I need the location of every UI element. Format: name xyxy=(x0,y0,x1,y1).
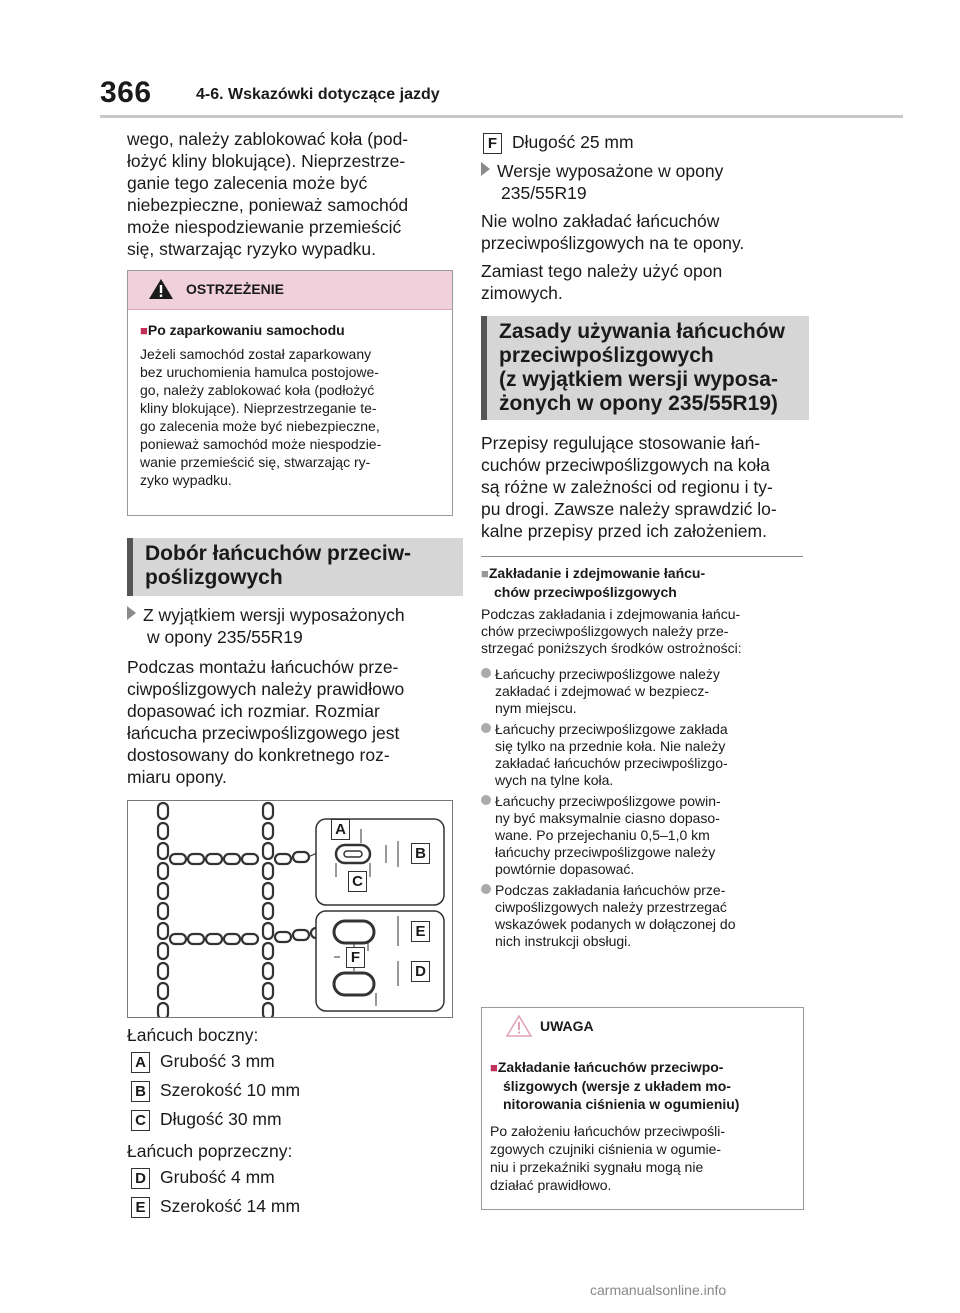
warning-icon xyxy=(149,279,173,299)
figure-label-c: C xyxy=(348,871,367,892)
winter-tires-paragraph: Zamiast tego należy użyć opon zimowych. xyxy=(481,261,723,303)
caution-label: UWAGA xyxy=(540,1018,594,1034)
bullet-dot-icon xyxy=(481,795,491,805)
intro-paragraph: wego, należy zablokować koła (pod- łożyć… xyxy=(127,129,409,259)
page-number: 366 xyxy=(100,76,152,109)
no-chains-paragraph: Nie wolno zakładać łańcuchów przeciwpośl… xyxy=(481,211,745,253)
bullet-dot-icon xyxy=(481,668,491,678)
list-item: Łańcuchy przeciwpoślizgowe zakłada się t… xyxy=(481,721,803,789)
triangle-bullet-icon xyxy=(481,162,490,176)
precaution-list: Łańcuchy przeciwpoślizgowe należy zakład… xyxy=(481,666,803,950)
bullet-235-versions: Wersje wyposażone w opony 235/55R19 xyxy=(481,160,803,204)
chain-illustration xyxy=(156,801,445,1021)
key-f: F xyxy=(483,132,502,154)
warning-body: Jeżeli samochód został zaparkowany bez u… xyxy=(140,346,382,488)
bullet-dot-icon xyxy=(481,884,491,894)
chain-dimensions-figure: A B C E F D xyxy=(127,800,453,1021)
section-title: 4-6. Wskazówki dotyczące jazdy xyxy=(196,86,440,103)
warning-label: OSTRZEŻENIE xyxy=(186,281,285,297)
figure-label-f: F xyxy=(346,947,365,968)
figure-label-b: B xyxy=(411,843,430,864)
key-d: D xyxy=(131,1167,150,1189)
list-item: Łańcuchy przeciwpoślizgowe należy zakład… xyxy=(481,666,803,717)
figure-label-e: E xyxy=(411,921,430,942)
section-heading-chain-rules: Zasady używania łańcuchów przeciwpoślizg… xyxy=(481,316,809,420)
caution-body: Po założeniu łańcuchów przeciwpośli- zgo… xyxy=(490,1123,726,1193)
fitting-subheading: ■Zakładanie i zdejmowanie łańcu- chów pr… xyxy=(481,565,706,600)
warning-box: OSTRZEŻENIE ■Po zaparkowaniu samochodu J… xyxy=(127,270,453,516)
footer-watermark: carmanualsonline.info xyxy=(590,1282,727,1298)
key-b: B xyxy=(131,1080,150,1102)
caution-header: UWAGA xyxy=(482,1008,803,1046)
caution-icon xyxy=(506,1014,532,1037)
bullet-dot-icon xyxy=(481,723,491,733)
section-heading-chain-selection: Dobór łańcuchów przeciw- poślizgowych xyxy=(127,538,463,596)
chain-size-paragraph: Podczas montażu łańcuchów prze- ciwpośli… xyxy=(127,657,405,787)
warning-header: OSTRZEŻENIE xyxy=(128,271,452,310)
key-a: A xyxy=(131,1051,150,1073)
key-c: C xyxy=(131,1109,150,1131)
bullet-except-235: Z wyjątkiem wersji wyposażonych w opony … xyxy=(127,604,453,648)
header-rule xyxy=(100,115,903,118)
regulations-paragraph: Przepisy regulujące stosowanie łań- cuch… xyxy=(481,433,777,541)
figure-label-d: D xyxy=(411,961,430,982)
side-chain-label: Łańcuch boczny: xyxy=(127,1025,259,1045)
figure-label-a: A xyxy=(331,819,350,840)
fitting-intro: Podczas zakładania i zdejmowania łańcu- … xyxy=(481,606,742,656)
subsection-rule xyxy=(481,556,803,557)
list-item: Łańcuchy przeciwpoślizgowe powin- ny być… xyxy=(481,793,803,878)
list-item: Podczas zakładania łańcuchów prze- ciwpo… xyxy=(481,882,803,950)
caution-box: UWAGA ■Zakładanie łańcuchów przeciwpo- ś… xyxy=(481,1007,804,1210)
caution-subheading: ■Zakładanie łańcuchów przeciwpo- ślizgow… xyxy=(490,1059,740,1112)
warning-subheading: ■Po zaparkowaniu samochodu xyxy=(140,322,345,338)
cross-chain-label: Łańcuch poprzeczny: xyxy=(127,1141,293,1161)
triangle-bullet-icon xyxy=(127,606,136,620)
key-e: E xyxy=(131,1196,150,1218)
